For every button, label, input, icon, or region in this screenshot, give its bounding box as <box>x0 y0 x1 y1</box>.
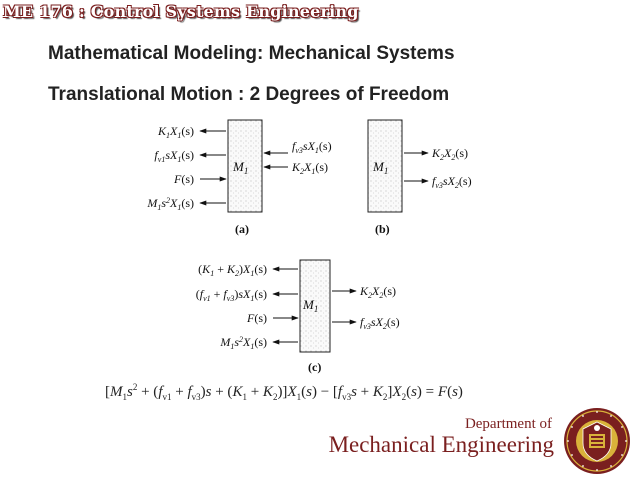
department-name: Mechanical Engineering <box>328 432 554 457</box>
diagram-label-c: (c) <box>308 360 321 374</box>
force-label-a-inertia: M1s2X1(s) <box>146 196 194 212</box>
department-label: Department of <box>464 416 552 432</box>
force-label-c-damper3: fv3sX2(s) <box>360 315 400 331</box>
force-label-b-damper3: fv3sX2(s) <box>432 174 472 190</box>
slide-title: Mathematical Modeling: Mechanical System… <box>48 43 455 65</box>
equation-of-motion: [M1s2 + (fv1 + fv3)s + (K1 + K2)]X1(s) −… <box>105 382 463 402</box>
slide-subtitle: Translational Motion : 2 Degrees of Free… <box>48 84 450 105</box>
force-label-c-spring2: K2X2(s) <box>359 284 396 300</box>
course-title: ME 176 : Control Systems Engineering <box>3 2 359 21</box>
slide-title-rest: Mechanical Systems <box>263 43 455 64</box>
slide-title-bold: Mathematical Modeling: <box>48 43 264 64</box>
mass-block-a <box>227 119 263 213</box>
mass-label-a: M1 <box>232 159 248 176</box>
force-label-a-spring2: K2X1(s) <box>291 160 328 176</box>
force-label-c-spring: (K1 + K2)X1(s) <box>198 262 267 278</box>
force-label-a-damper: fv1sX1(s) <box>154 148 194 164</box>
mass-label-c: M1 <box>302 297 318 314</box>
diagram-c: M1 (K1 + K2)X1(s) (fv1 + fv3)sX1(s) F(s)… <box>196 259 400 374</box>
mass-block-c <box>299 259 331 353</box>
diagram-label-a: (a) <box>235 222 249 236</box>
force-label-c-inertia: M1s2X1(s) <box>219 335 267 351</box>
diagram-label-b: (b) <box>375 222 390 236</box>
force-label-c-damper: (fv1 + fv3)sX1(s) <box>196 287 267 303</box>
force-label-a-spring: K1X1(s) <box>157 124 194 140</box>
force-label-a-damper3: fv3sX1(s) <box>292 139 332 155</box>
mass-block-b <box>367 119 403 213</box>
force-label-b-spring2: K2X2(s) <box>431 146 468 162</box>
diagram-a: M1 K1X1(s) fv1sX1(s) F(s) M1s2X1(s) fv3s… <box>146 119 332 236</box>
force-label-c-applied: F(s) <box>246 311 267 325</box>
mass-label-b: M1 <box>372 159 388 176</box>
university-seal-icon <box>564 408 630 474</box>
force-label-a-applied: F(s) <box>173 172 194 186</box>
diagram-b: M1 K2X2(s) fv3sX2(s) (b) <box>367 119 472 236</box>
